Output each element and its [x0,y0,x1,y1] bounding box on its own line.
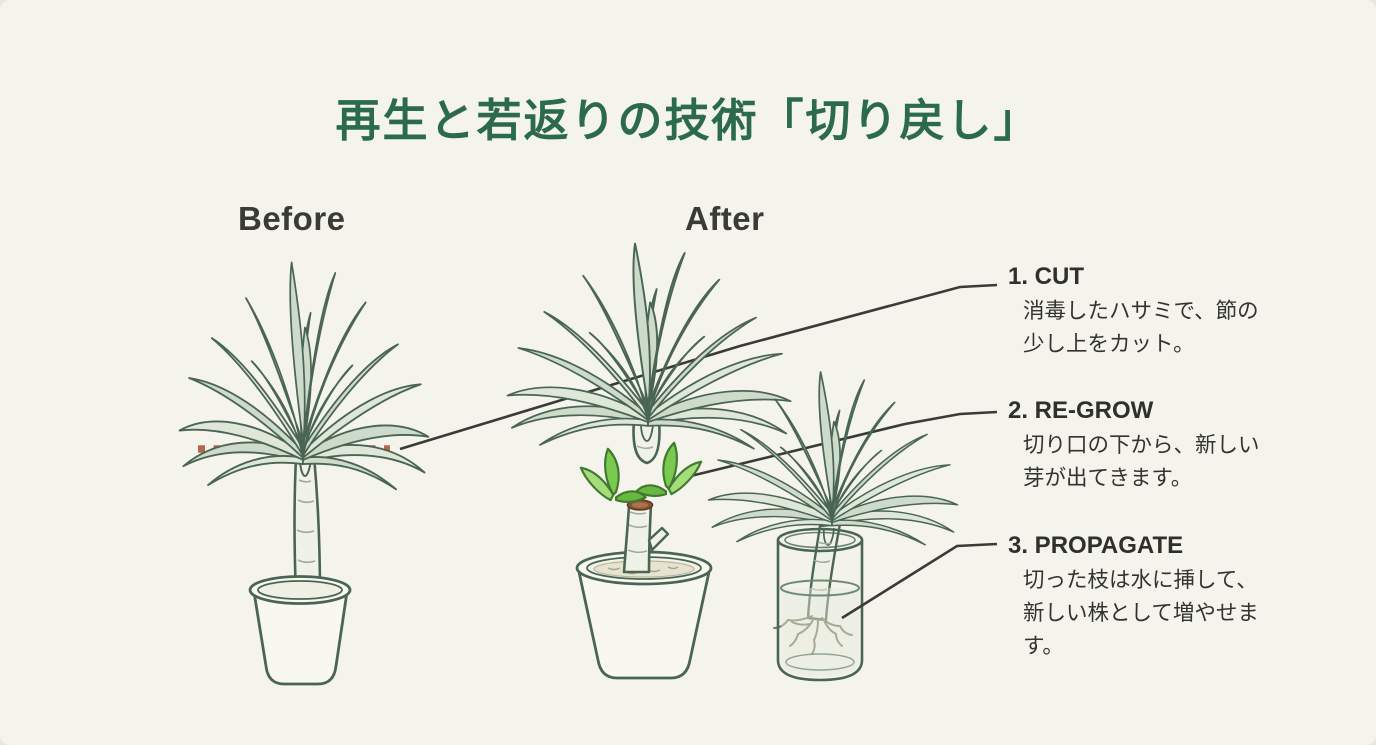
before-plant [178,261,430,686]
after-stump-plant [575,441,713,680]
propagation-cutting [707,371,959,682]
after-pot [575,550,713,680]
annotation-cut-title: 1. CUT [1008,263,1085,290]
annotation-regrow-body: 切り口の下から、新しい 芽が出てきます。 [1023,433,1260,490]
leader-line-propagate [841,542,998,620]
annotation-propagate-title: 3. PROPAGATE [1008,532,1184,559]
cut-crown-leaves [506,242,792,450]
annotation-propagate: 3. PROPAGATE 切った枝は水に挿して、 新しい株として増やせま す。 [1008,531,1338,663]
annotation-propagate-body: 切った枝は水に挿して、 新しい株として増やせま す。 [1023,568,1259,658]
water-glass [776,527,864,682]
new-shoot-left [579,447,647,503]
after-label: After [685,200,765,237]
annotation-cut: 1. CUT 消毒したハサミで、節の 少し上をカット。 [1008,262,1338,361]
roots [773,615,853,655]
cut-top-crown [506,242,792,465]
before-leaf-crown [178,261,430,491]
annotation-regrow: 2. RE-GROW 切り口の下から、新しい 芽が出てきます。 [1008,396,1338,495]
before-label: Before [238,200,346,237]
before-pot [248,575,352,686]
water-line [780,579,860,597]
before-trunk [293,454,322,597]
water [781,588,859,677]
page-title: 再生と若返りの技術「切り戻し」 [335,95,1041,146]
annotation-cut-body: 消毒したハサミで、節の 少し上をカット。 [1023,299,1259,356]
annotation-regrow-title: 2. RE-GROW [1008,397,1154,424]
